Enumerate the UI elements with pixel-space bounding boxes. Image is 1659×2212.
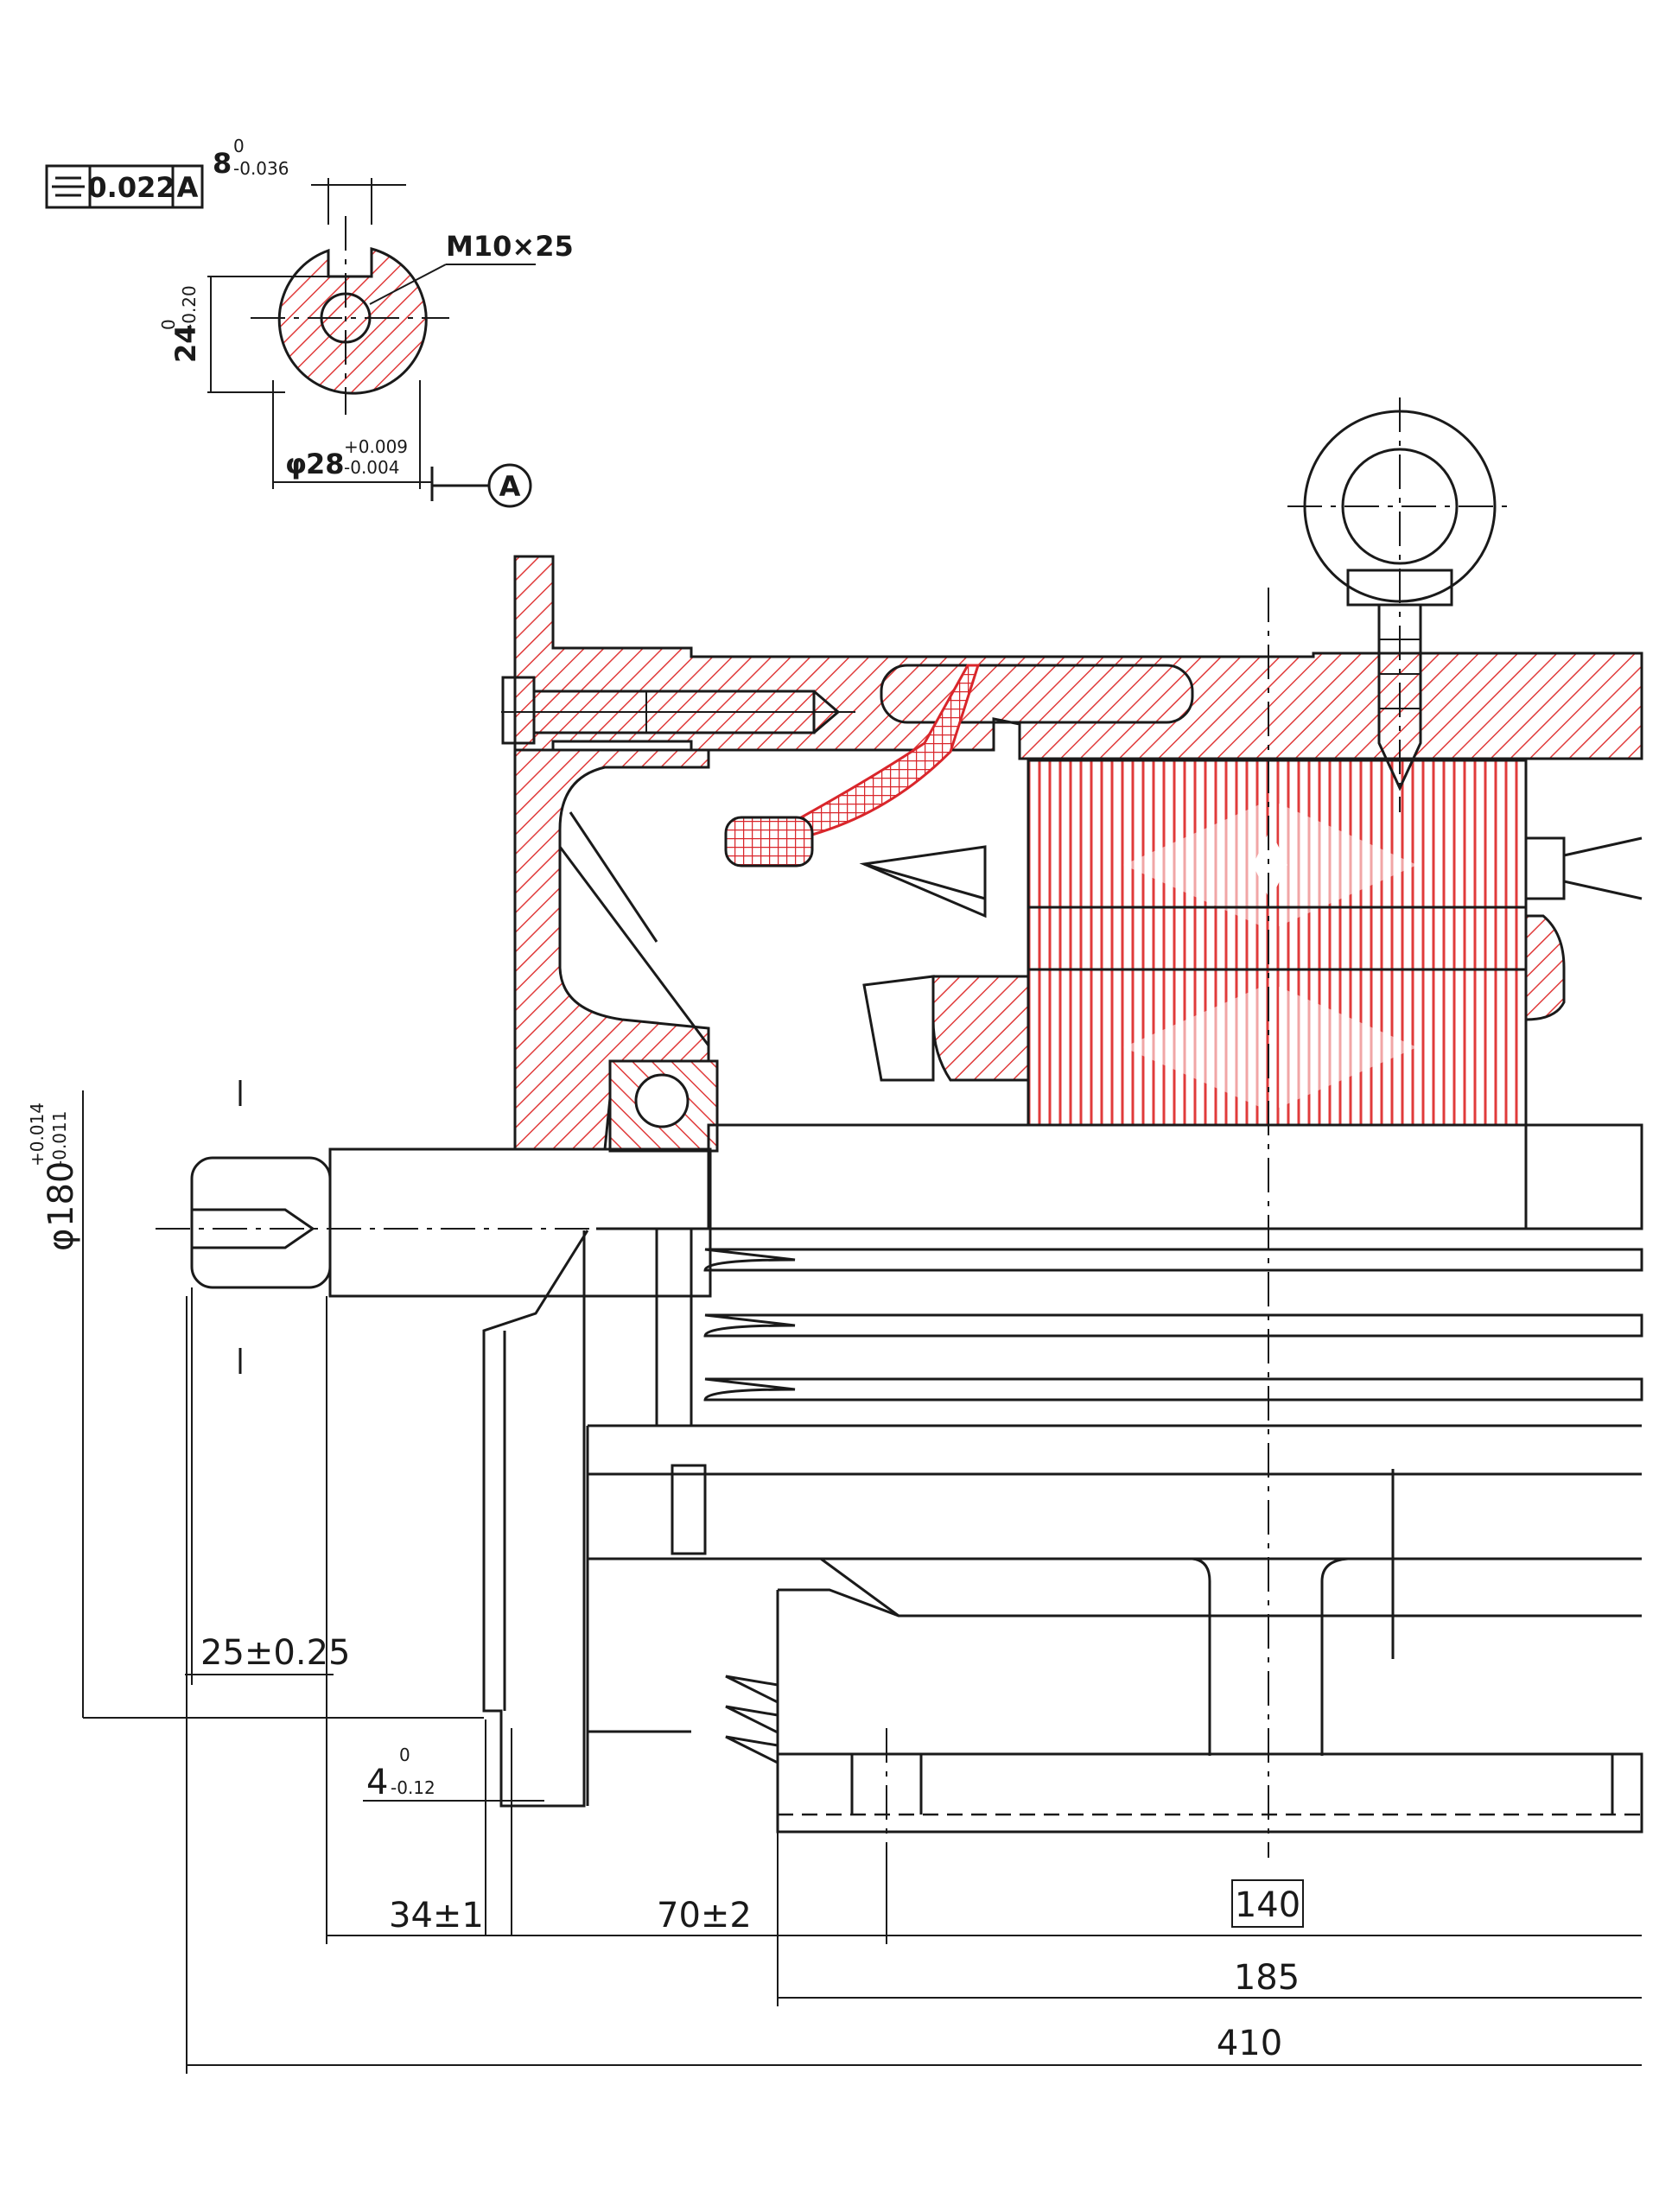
eye-bolt: [1287, 397, 1512, 812]
datum-label: A: [499, 470, 521, 503]
base-structure: [725, 1557, 1643, 1849]
frame-body: [586, 1123, 1643, 1806]
dimensions: φ 180 +0.014 -0.011 25±0.25 4 0 -0.12 34…: [27, 1090, 1642, 2074]
thread-label: M10×25: [446, 230, 574, 263]
dim-shaft-length: 25±0.25: [200, 1633, 350, 1673]
dim-34: 34±1: [389, 1896, 484, 1936]
shaft-diameter-symbol: φ: [285, 448, 307, 480]
rotor-core: [1027, 968, 1528, 1127]
shaft-section: [277, 247, 428, 395]
shaft-diameter-upper: +0.009: [344, 436, 408, 457]
winding-coil-end: [724, 816, 814, 868]
dim-410: 410: [1217, 2024, 1282, 2063]
dim-spigot-lower: -0.12: [391, 1777, 435, 1798]
dim-70: 70±2: [657, 1896, 752, 1936]
key-width-upper: 0: [233, 136, 245, 156]
housing-top-wall: [513, 555, 1643, 760]
shaft-section-view: 0.022 A 8 0 -0.036 M10×25 24 0 -0.20: [45, 136, 574, 508]
flatness-datum: A: [177, 171, 199, 204]
flatness-value: 0.022: [87, 171, 175, 204]
key-depth-nominal: 24: [169, 324, 202, 363]
flange-diameter-nominal: 180: [41, 1161, 81, 1227]
front-flange: [482, 1230, 691, 1808]
dim-140: 140: [1235, 1885, 1300, 1925]
flange-diameter-symbol: φ: [41, 1229, 81, 1251]
key-width-lower: -0.036: [233, 158, 289, 179]
stator-core: [1027, 759, 1528, 971]
end-shield: [513, 748, 710, 1151]
dim-spigot-upper: 0: [399, 1745, 410, 1765]
flange-diameter-lower: -0.011: [49, 1111, 70, 1166]
end-shield-bolt: [501, 676, 855, 745]
main-section-view: [156, 397, 1643, 1858]
shaft-diameter-lower: -0.004: [344, 457, 399, 478]
shaft-diameter-nominal: 28: [306, 448, 345, 480]
key-depth-upper: 0: [158, 319, 179, 330]
key-width-nominal: 8: [213, 147, 232, 180]
bearing: [608, 1059, 719, 1153]
key-depth-lower: -0.20: [179, 285, 200, 330]
dim-spigot-nominal: 4: [366, 1763, 388, 1802]
dim-185: 185: [1234, 1958, 1300, 1998]
flatness-tolerance-frame: 0.022 A: [45, 164, 204, 209]
flange-diameter-upper: +0.014: [27, 1103, 48, 1166]
winding-end-turn: [792, 664, 981, 836]
shaft: [156, 1080, 712, 1374]
